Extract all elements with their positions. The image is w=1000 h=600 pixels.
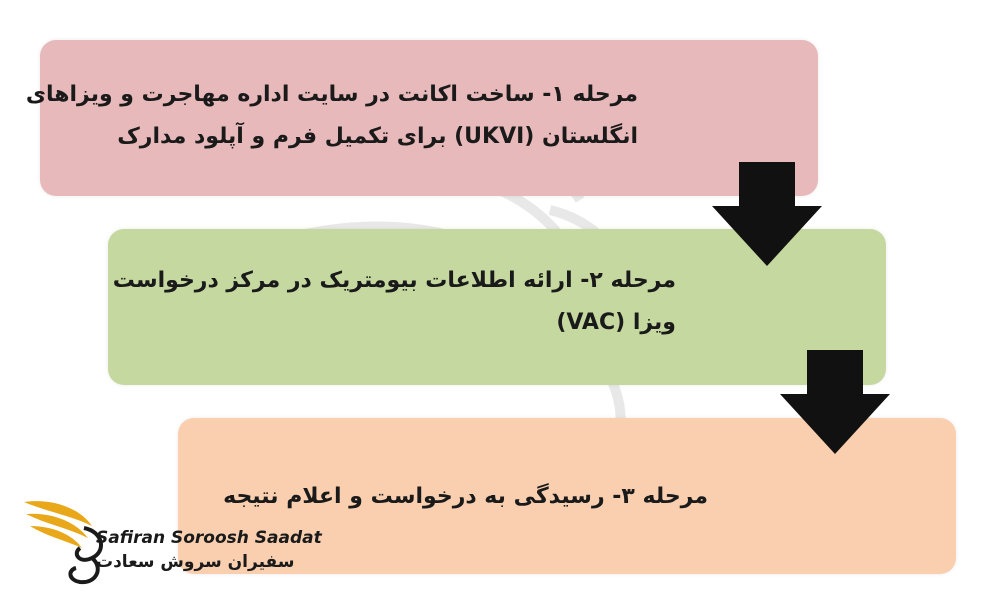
- step-2-line-2: ویزا (VAC): [556, 310, 676, 335]
- down-arrow-icon: [712, 162, 822, 266]
- step-2-line-1: مرحله ۲- ارائه اطلاعات بیومتریک در مرکز …: [112, 268, 676, 293]
- bird-logo-icon: [24, 501, 103, 585]
- step-2-box: مرحله ۲- ارائه اطلاعات بیومتریک در مرکز …: [108, 229, 886, 385]
- step-3-text: مرحله ۳- رسیدگی به درخواست و اعلام نتیجه: [223, 476, 708, 518]
- step-1-text: مرحله ۱- ساخت اکانت در سایت اداره مهاجرت…: [26, 74, 638, 158]
- company-logo: Safiran Soroosh Saadat سفیران سروش سعادت: [22, 498, 322, 588]
- logo-name-fa: سفیران سروش سعادت: [96, 552, 295, 572]
- step-1-line-1: مرحله ۱- ساخت اکانت در سایت اداره مهاجرت…: [25, 82, 638, 107]
- down-arrow-icon: [780, 350, 890, 454]
- step-2-text: مرحله ۲- ارائه اطلاعات بیومتریک در مرکز …: [113, 260, 676, 344]
- step-3-line-1: مرحله ۳- رسیدگی به درخواست و اعلام نتیجه: [223, 484, 708, 509]
- logo-name-en: Safiran Soroosh Saadat: [96, 528, 322, 548]
- step-1-box: مرحله ۱- ساخت اکانت در سایت اداره مهاجرت…: [26, 40, 818, 196]
- step-1-line-2: انگلستان (UKVI) برای تکمیل فرم و آپلود م…: [117, 124, 638, 149]
